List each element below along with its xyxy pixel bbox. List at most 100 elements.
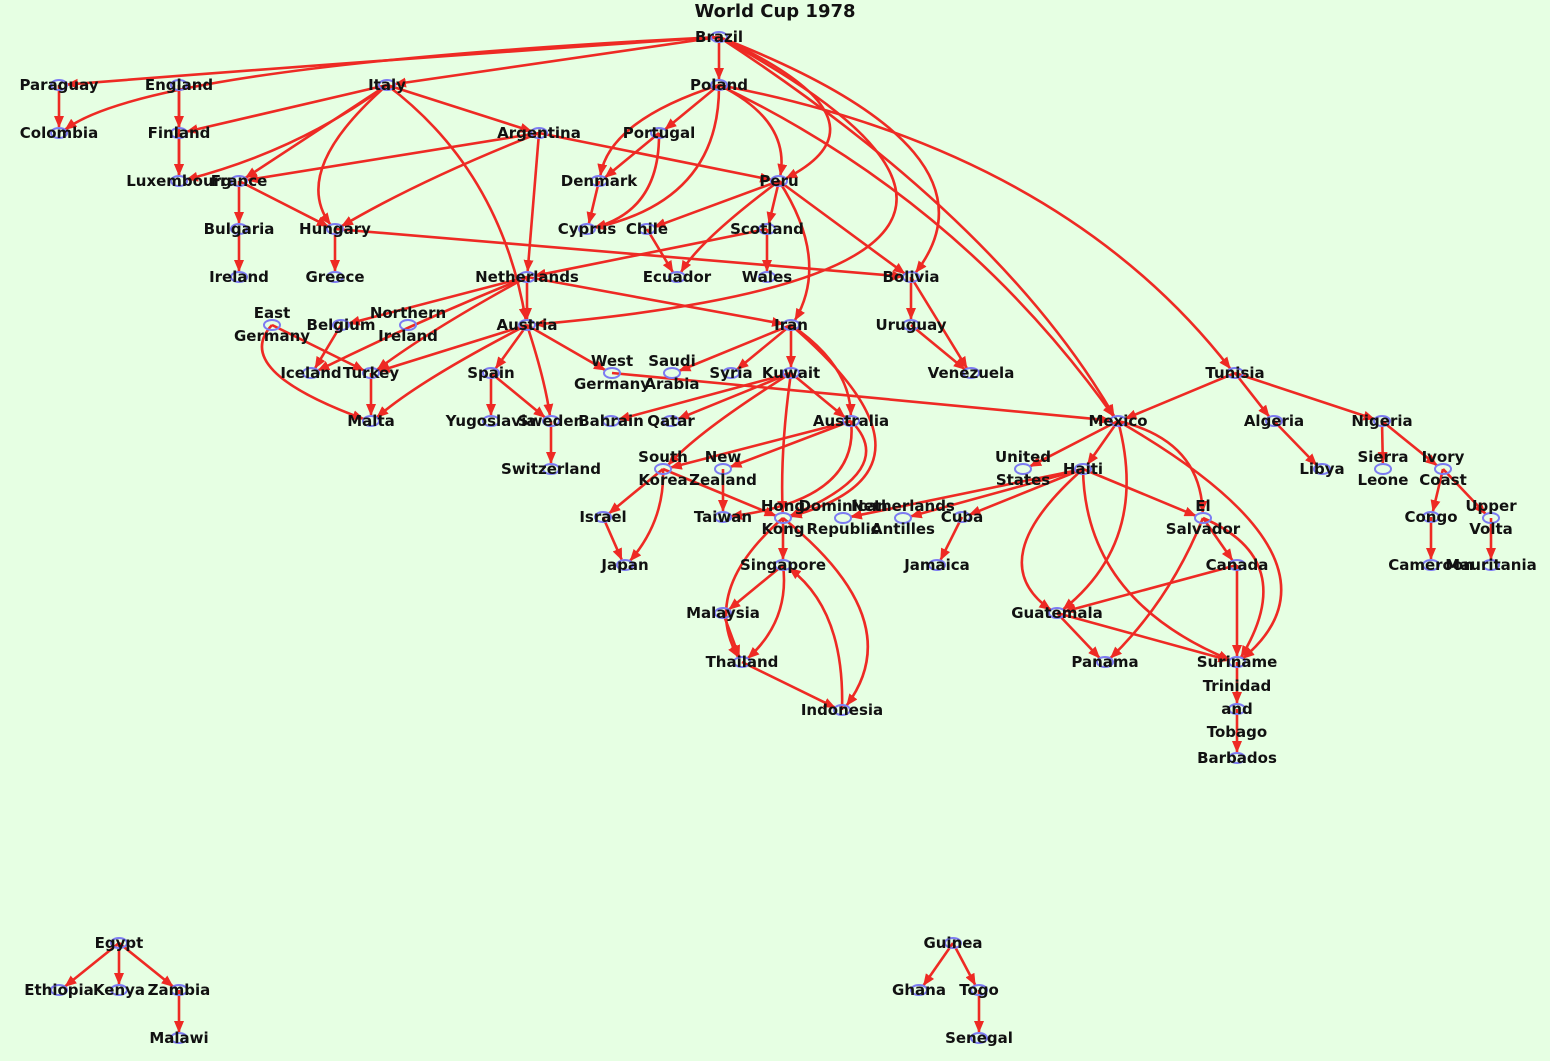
node-new-zealand[interactable] xyxy=(714,463,732,475)
node-ghana[interactable] xyxy=(910,984,928,996)
node-wales[interactable] xyxy=(758,271,776,283)
node-hong-kong[interactable] xyxy=(774,512,792,524)
node-ethiopia[interactable] xyxy=(50,984,68,996)
node-iran[interactable] xyxy=(782,319,800,331)
node-suriname[interactable] xyxy=(1228,656,1246,668)
node-label-chile: Chile xyxy=(626,220,668,238)
node-belgium[interactable] xyxy=(332,319,350,331)
node-tunisia[interactable] xyxy=(1226,367,1244,379)
node-egypt[interactable] xyxy=(110,937,128,949)
node-cuba[interactable] xyxy=(953,511,971,523)
node-colombia[interactable] xyxy=(50,127,68,139)
node-switzerland[interactable] xyxy=(542,463,560,475)
node-venezuela[interactable] xyxy=(962,367,980,379)
node-sweden[interactable] xyxy=(542,415,560,427)
node-chile[interactable] xyxy=(638,223,656,235)
node-netherlands-antilles[interactable] xyxy=(894,512,912,524)
node-senegal[interactable] xyxy=(970,1032,988,1044)
node-label-congo: Congo xyxy=(1404,508,1457,526)
node-togo[interactable] xyxy=(970,984,988,996)
node-poland[interactable] xyxy=(710,79,728,91)
edge-iran-to-syria xyxy=(736,323,792,371)
node-canada[interactable] xyxy=(1228,559,1246,571)
node-qatar[interactable] xyxy=(662,415,680,427)
node-algeria[interactable] xyxy=(1265,415,1283,427)
node-label-hong-kong: Kong xyxy=(761,520,804,538)
node-ireland[interactable] xyxy=(230,271,248,283)
node-portugal[interactable] xyxy=(650,127,668,139)
node-jamaica[interactable] xyxy=(928,559,946,571)
node-bahrain[interactable] xyxy=(602,415,620,427)
node-label-malaysia: Malaysia xyxy=(686,604,760,622)
node-bolivia[interactable] xyxy=(902,271,920,283)
node-northern-ireland[interactable] xyxy=(399,319,417,331)
node-singapore[interactable] xyxy=(774,559,792,571)
node-australia[interactable] xyxy=(842,415,860,427)
node-uruguay[interactable] xyxy=(902,319,920,331)
node-hungary[interactable] xyxy=(326,223,344,235)
node-italy[interactable] xyxy=(378,79,396,91)
node-thailand[interactable] xyxy=(733,656,751,668)
node-scotland[interactable] xyxy=(758,223,776,235)
node-austria[interactable] xyxy=(518,319,536,331)
node-guinea[interactable] xyxy=(944,937,962,949)
node-west-germany[interactable] xyxy=(603,367,621,379)
node-label-south-korea: Korea xyxy=(638,471,687,489)
node-spain[interactable] xyxy=(482,367,500,379)
node-upper-volta[interactable] xyxy=(1482,512,1500,524)
node-brazil[interactable] xyxy=(710,31,728,43)
node-trinidad-and-tobago[interactable] xyxy=(1228,703,1246,715)
node-cyprus[interactable] xyxy=(578,223,596,235)
node-haiti[interactable] xyxy=(1074,463,1092,475)
node-mexico[interactable] xyxy=(1109,415,1127,427)
node-zambia[interactable] xyxy=(170,984,188,996)
node-south-korea[interactable] xyxy=(654,463,672,475)
node-syria[interactable] xyxy=(722,367,740,379)
node-east-germany[interactable] xyxy=(263,319,281,331)
node-japan[interactable] xyxy=(616,559,634,571)
node-paraguay[interactable] xyxy=(50,79,68,91)
node-label-england: England xyxy=(145,76,213,94)
node-taiwan[interactable] xyxy=(714,511,732,523)
node-label-sierra-leone: Sierra xyxy=(1357,448,1408,466)
node-malaysia[interactable] xyxy=(714,607,732,619)
node-israel[interactable] xyxy=(594,511,612,523)
node-dominican-republic[interactable] xyxy=(834,512,852,524)
node-label-bahrain: Bahrain xyxy=(578,412,644,430)
node-saudi-arabia[interactable] xyxy=(663,367,681,379)
node-el-salvador[interactable] xyxy=(1194,512,1212,524)
node-united-states[interactable] xyxy=(1014,463,1032,475)
node-yugoslavia[interactable] xyxy=(482,415,500,427)
node-luxembourg[interactable] xyxy=(170,175,188,187)
node-greece[interactable] xyxy=(326,271,344,283)
node-malta[interactable] xyxy=(362,415,380,427)
node-cameroon[interactable] xyxy=(1422,559,1440,571)
node-barbados[interactable] xyxy=(1228,752,1246,764)
node-bulgaria[interactable] xyxy=(230,223,248,235)
node-iceland[interactable] xyxy=(302,367,320,379)
node-france[interactable] xyxy=(230,175,248,187)
node-turkey[interactable] xyxy=(362,367,380,379)
node-kuwait[interactable] xyxy=(782,367,800,379)
node-kenya[interactable] xyxy=(110,984,128,996)
node-england[interactable] xyxy=(170,79,188,91)
node-denmark[interactable] xyxy=(590,175,608,187)
node-malawi[interactable] xyxy=(170,1032,188,1044)
node-label-togo: Togo xyxy=(959,981,999,999)
node-nigeria[interactable] xyxy=(1373,415,1391,427)
node-finland[interactable] xyxy=(170,127,188,139)
node-ecuador[interactable] xyxy=(668,271,686,283)
node-indonesia[interactable] xyxy=(833,704,851,716)
node-argentina[interactable] xyxy=(530,127,548,139)
node-libya[interactable] xyxy=(1313,463,1331,475)
node-ivory-coast[interactable] xyxy=(1434,463,1452,475)
edge-brazil-to-colombia xyxy=(64,35,720,131)
node-congo[interactable] xyxy=(1422,511,1440,523)
edge-australia-to-hong_kong xyxy=(789,420,868,517)
node-panama[interactable] xyxy=(1096,656,1114,668)
node-peru[interactable] xyxy=(770,175,788,187)
node-netherlands[interactable] xyxy=(518,271,536,283)
node-mauritania[interactable] xyxy=(1482,559,1500,571)
node-guatemala[interactable] xyxy=(1048,607,1066,619)
node-sierra-leone[interactable] xyxy=(1374,463,1392,475)
